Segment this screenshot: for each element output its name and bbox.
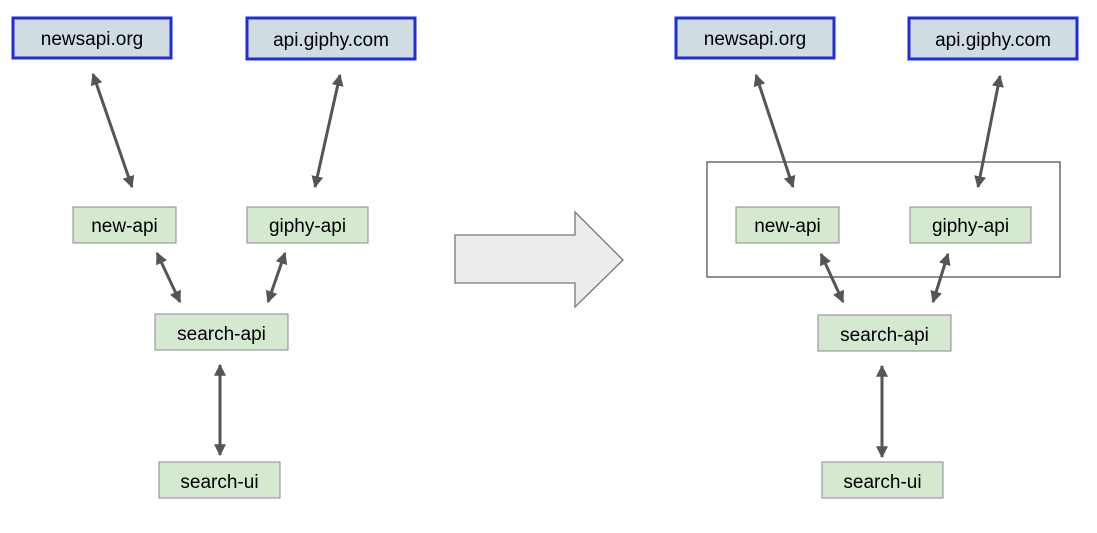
edge-giphy-giphyapi-right [974, 74, 1004, 189]
node-newapi-right-label: new-api [754, 216, 821, 237]
node-newsapi-left-label: newsapi.org [41, 29, 143, 50]
node-newsapi-right-label: newsapi.org [704, 29, 806, 50]
node-newapi-right: new-api [735, 206, 840, 244]
node-giphy-left-label: api.giphy.com [273, 30, 389, 51]
node-searchapi-left-label: search-api [177, 324, 266, 345]
node-giphyapi-right: giphy-api [909, 206, 1032, 244]
edge-newsapi-newapi-left [90, 72, 135, 189]
node-giphyapi-left: giphy-api [246, 206, 369, 244]
node-searchui-right: search-ui [821, 461, 944, 499]
api-group-box [706, 161, 1061, 278]
edge-giphyapi-searchapi-left [265, 251, 288, 304]
node-searchapi-right-label: search-api [840, 325, 929, 346]
node-searchui-right-label: search-ui [843, 472, 921, 493]
edge-newapi-searchapi-right [819, 252, 845, 304]
node-newapi-left: new-api [72, 206, 177, 244]
node-newapi-left-label: new-api [91, 216, 158, 237]
node-giphyapi-right-label: giphy-api [932, 216, 1009, 237]
node-searchapi-left: search-api [154, 313, 289, 351]
edge-newapi-searchapi-left [155, 251, 182, 304]
node-searchapi-right: search-api [817, 314, 952, 352]
node-giphyapi-left-label: giphy-api [269, 216, 346, 237]
node-newsapi-left: newsapi.org [11, 16, 173, 60]
edge-newsapi-newapi-right [753, 73, 796, 189]
transformation-arrow [454, 210, 624, 309]
node-giphy-left: api.giphy.com [245, 16, 417, 61]
node-searchui-left-label: search-ui [180, 472, 258, 493]
node-giphy-right-label: api.giphy.com [935, 30, 1051, 51]
right-diagram: newsapi.org api.giphy.com new-api giphy-… [674, 16, 1079, 499]
node-newsapi-right: newsapi.org [674, 16, 836, 60]
edge-giphyapi-searchapi-right [930, 252, 951, 304]
node-searchui-left: search-ui [158, 461, 281, 499]
node-giphy-right: api.giphy.com [907, 16, 1079, 61]
edge-giphy-giphyapi-left [311, 73, 344, 189]
left-diagram: newsapi.org api.giphy.com new-api giphy-… [11, 16, 417, 499]
